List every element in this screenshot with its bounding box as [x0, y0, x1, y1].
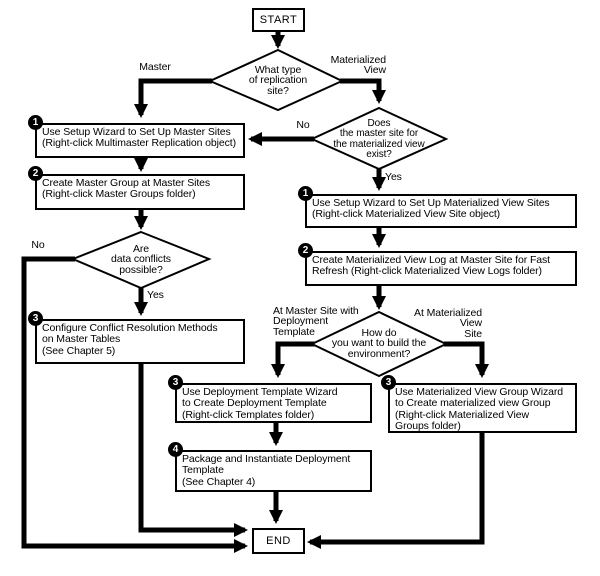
step-badge: 2	[298, 243, 313, 258]
step-badge: 1	[298, 186, 313, 201]
process-box-text: Create Master Group at Master Sites (Rig…	[42, 177, 211, 201]
process-box-create-mview-log: Create Materialized View Log at Master S…	[305, 251, 577, 286]
decision-master-site-exists	[309, 106, 449, 171]
connector-master-branch	[134, 78, 212, 118]
process-box-deployment-template-wizard: Use Deployment Template Wizard to Create…	[175, 383, 372, 423]
decision-build-environment-label: How do you want to build the environment…	[331, 327, 427, 360]
connector-build-left	[271, 341, 316, 378]
branch-label-at-master-site: At Master Site with Deployment Template	[273, 305, 359, 338]
branch-label-materialized-view: Materialized View	[330, 54, 387, 77]
process-box-text: Use Materialized View Group Wizard to Cr…	[395, 386, 563, 432]
connector-g3-to-end	[307, 433, 485, 549]
process-box-package-instantiate: Package and Instantiate Deployment Templ…	[175, 450, 372, 492]
decision-replication-type-label: What type of replication site?	[248, 64, 308, 97]
decision-data-conflicts-label: Are data conflicts possible?	[111, 243, 171, 276]
branch-label-no-conflicts: No	[31, 239, 45, 251]
start-node: START	[252, 8, 305, 32]
process-box-mview-group-wizard: Use Materialized View Group Wizard to Cr…	[388, 383, 577, 433]
branch-label-master: Master	[139, 61, 171, 73]
process-box-text: Package and Instantiate Deployment Templ…	[182, 453, 351, 488]
step-badge: 2	[28, 166, 43, 181]
process-box-create-master-group: Create Master Group at Master Sites (Rig…	[35, 174, 245, 210]
decision-master-site-exists-label: Does the master site for the materialize…	[333, 118, 425, 161]
connector-conflicts-no-to-end	[21, 256, 248, 553]
decision-build-environment	[309, 310, 449, 378]
end-node: END	[252, 528, 305, 554]
process-box-setup-mview-sites: Use Setup Wizard to Set Up Materialized …	[305, 194, 577, 228]
process-box-setup-master-sites: Use Setup Wizard to Set Up Master Sites …	[35, 123, 245, 158]
step-badge: 1	[28, 115, 43, 130]
step-badge: 3	[381, 375, 396, 390]
branch-label-at-mview-site: At Materialized View Site	[414, 307, 482, 340]
step-badge: 3	[168, 375, 183, 390]
process-box-text: Configure Conflict Resolution Methods on…	[42, 322, 218, 357]
decision-replication-type	[207, 48, 345, 112]
step-badge: 4	[168, 442, 183, 457]
branch-label-yes-exists: Yes	[385, 171, 402, 183]
process-box-text: Use Deployment Template Wizard to Create…	[182, 386, 338, 421]
branch-label-yes-conflicts: Yes	[147, 289, 164, 301]
connector-mview-branch	[340, 78, 386, 104]
branch-label-no-exists: No	[296, 119, 310, 131]
step-badge: 3	[28, 311, 43, 326]
process-box-text: Use Setup Wizard to Set Up Materialized …	[312, 197, 550, 221]
process-box-conflict-resolution: Configure Conflict Resolution Methods on…	[35, 319, 245, 364]
decision-data-conflicts	[70, 230, 212, 290]
process-box-text: Create Materialized View Log at Master S…	[312, 254, 550, 278]
process-box-text: Use Setup Wizard to Set Up Master Sites …	[42, 126, 236, 150]
connector-build-right	[444, 341, 489, 378]
connector-m3-to-end	[138, 362, 248, 537]
